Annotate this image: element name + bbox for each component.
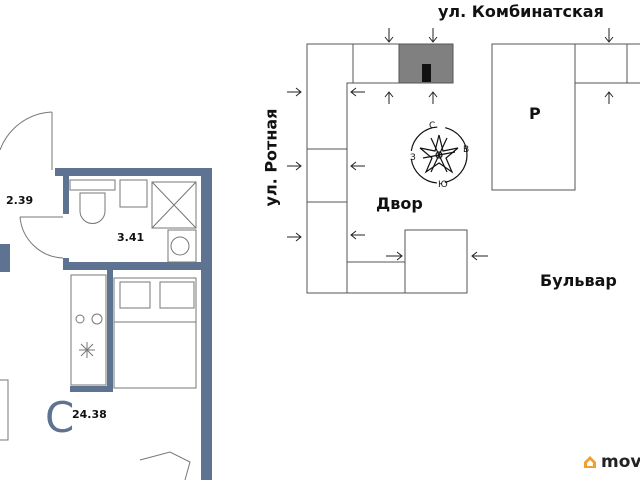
studio-area: 24.38 — [72, 408, 107, 421]
street-top-label: ул. Комбинатская — [438, 2, 604, 21]
brand-logo[interactable]: mov — [582, 452, 640, 472]
compass-south: Ю — [438, 180, 448, 190]
apartment-fixtures — [0, 111, 197, 480]
washing-machine — [167, 229, 197, 263]
courtyard-label: Двор — [376, 194, 423, 213]
boulevard-label: Бульвар — [540, 271, 617, 290]
compass-icon — [410, 126, 468, 184]
house-icon — [584, 456, 596, 468]
kitchen-counter — [70, 274, 107, 386]
compass-west: З — [410, 153, 416, 163]
shower — [151, 181, 197, 229]
studio-icon: С — [45, 393, 74, 442]
toilet — [79, 192, 106, 224]
compass-east: В — [463, 145, 469, 155]
compass-north: С — [429, 121, 435, 131]
apartment-walls — [0, 168, 212, 480]
sink — [119, 179, 148, 208]
brand-name: mov — [601, 452, 640, 472]
street-left-label: ул. Ротная — [261, 108, 281, 207]
hallway-area: 2.39 — [6, 194, 34, 207]
building-section-marker — [422, 64, 431, 82]
parking-label: Р — [529, 104, 541, 123]
site-plan-buildings — [306, 43, 640, 294]
bathroom-area: 3.41 — [117, 231, 145, 244]
entrance-arrows — [287, 28, 614, 261]
bed — [113, 277, 197, 389]
